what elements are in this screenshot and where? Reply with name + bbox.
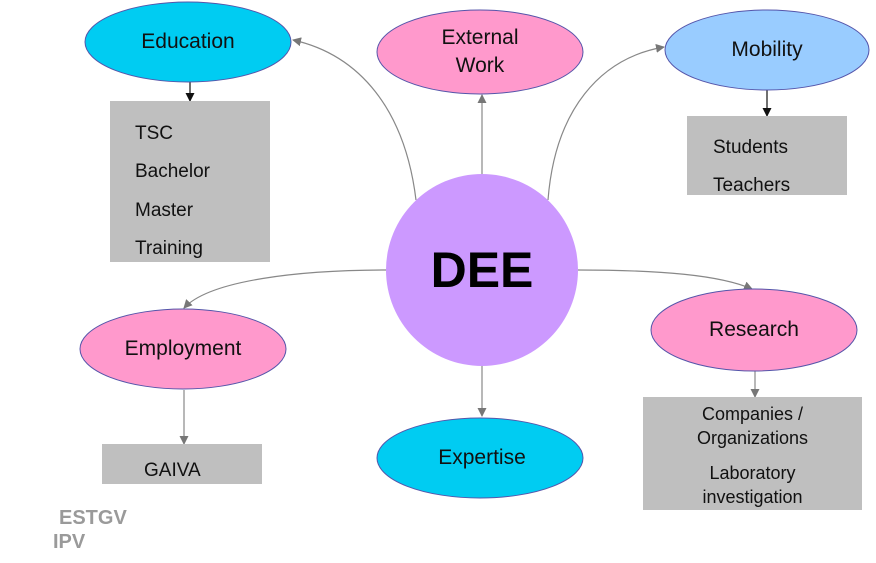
connector-hub-employment	[183, 269, 388, 309]
research-box: Companies / Organizations Laboratory inv…	[643, 397, 862, 510]
education-item: Training	[135, 238, 203, 259]
education-item: TSC	[135, 123, 173, 144]
hub-circle	[386, 174, 578, 366]
mobility-label: Mobility	[731, 38, 803, 61]
employment-oval	[79, 308, 287, 390]
employment-label-wrap: Employment	[80, 309, 286, 389]
expertise-oval	[376, 417, 584, 499]
expertise-label: Expertise	[438, 446, 526, 469]
mobility-item: Students	[713, 137, 788, 158]
mobility-box: Students Teachers	[687, 116, 847, 196]
research-label-wrap: Research	[651, 289, 857, 371]
education-box: TSC Bachelor Master Training	[110, 101, 270, 262]
employment-box: GAIVA	[102, 444, 262, 484]
hub-label-wrap: DEE	[386, 174, 578, 366]
hub-label: DEE	[430, 242, 534, 298]
education-oval	[84, 1, 292, 83]
mobility-item: Teachers	[713, 175, 791, 196]
mobility-label-wrap: Mobility	[665, 10, 869, 90]
connector-hub-mobility	[547, 43, 665, 201]
research-oval	[650, 288, 858, 372]
research-label: Research	[709, 318, 799, 341]
footer-line-estgv: ESTGV	[59, 507, 127, 529]
education-label: Education	[141, 30, 235, 53]
research-item: Laboratory investigation	[702, 463, 803, 507]
education-item: Master	[135, 200, 194, 221]
connector-hub-research	[577, 269, 753, 290]
research-item: Companies / Organizations	[696, 404, 809, 448]
mobility-oval	[664, 9, 870, 91]
footer-line-ipv: IPV	[53, 531, 86, 553]
education-item: Bachelor	[135, 161, 210, 182]
connector-hub-education	[292, 37, 417, 201]
employment-label: Employment	[124, 337, 242, 360]
external-work-label: External Work	[441, 26, 519, 77]
external-work-label-wrap: External Work	[377, 10, 583, 94]
employment-item: GAIVA	[144, 460, 201, 481]
external-work-oval	[376, 9, 584, 95]
education-label-wrap: Education	[85, 2, 291, 82]
expertise-label-wrap: Expertise	[377, 418, 587, 498]
